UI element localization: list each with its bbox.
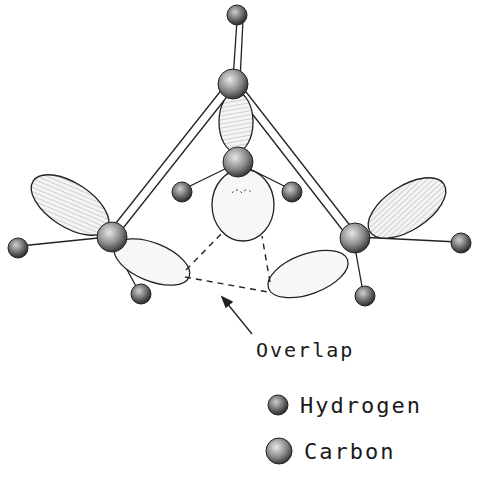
hydrogen-swatch [268,395,288,415]
carbon-swatch [266,438,292,464]
legend-text: Hydrogen [300,393,422,418]
legend-text: Carbon [304,439,395,464]
overlap-label: Overlap [256,338,354,362]
